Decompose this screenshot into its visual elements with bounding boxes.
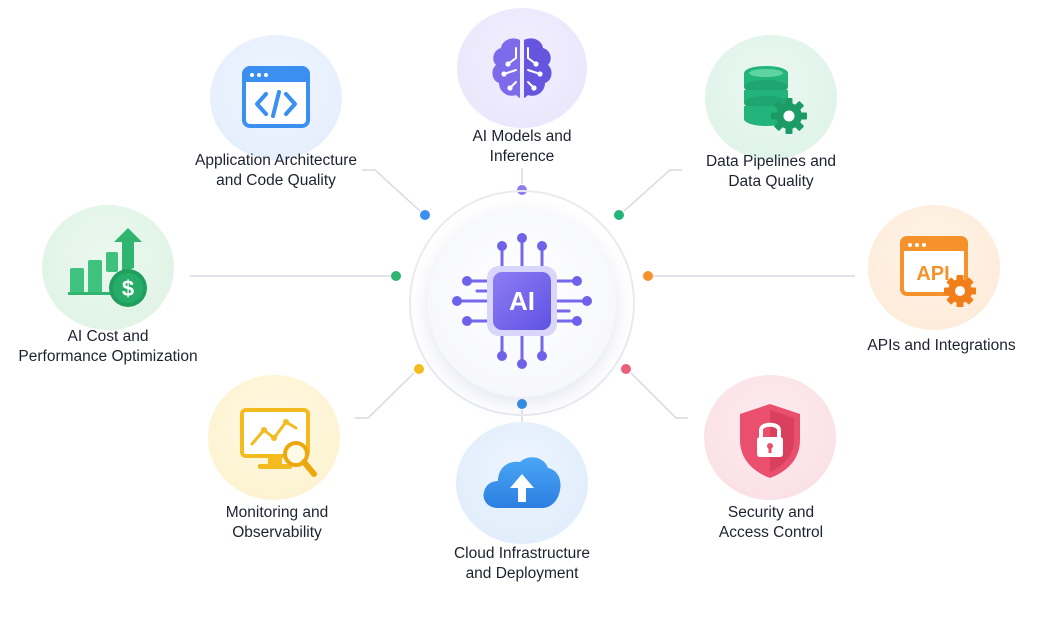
node-security-label: Security and Access Control xyxy=(681,503,861,543)
connector-dot-apis xyxy=(643,271,653,281)
cloud-upload-icon xyxy=(483,457,561,508)
node-security-line-1: Security and xyxy=(727,504,815,521)
connector-monitoring xyxy=(355,372,415,419)
node-monitoring-line-2: Observability xyxy=(232,524,322,541)
node-ai-models-line-1: AI Models and xyxy=(472,128,572,145)
brain-icon xyxy=(492,38,552,98)
node-ai-cost-label: AI Cost and Performance Optimization xyxy=(3,327,213,367)
connector-security xyxy=(630,372,688,419)
node-security-line-2: Access Control xyxy=(718,524,824,541)
node-ai-models-line-2: Inference xyxy=(489,148,555,165)
node-apis-label: APIs and Integrations xyxy=(849,336,1034,356)
api-gear-icon: API xyxy=(900,236,976,307)
node-app-architecture-label: Application Architecture and Code Qualit… xyxy=(176,151,376,191)
connector-dot-monitoring xyxy=(414,364,424,374)
svg-text:$: $ xyxy=(122,276,134,301)
connector-dot-app-architecture xyxy=(420,210,430,220)
node-app-architecture-line-1: Application Architecture xyxy=(195,152,357,169)
monitor-analytics-icon xyxy=(240,408,317,477)
node-monitoring-label: Monitoring and Observability xyxy=(187,503,367,543)
node-cloud-label: Cloud Infrastructure and Deployment xyxy=(427,544,617,584)
hub-label: AI xyxy=(509,286,535,316)
node-cloud-line-2: and Deployment xyxy=(465,565,579,582)
code-window-icon xyxy=(242,66,310,128)
node-data-pipelines-label: Data Pipelines and Data Quality xyxy=(676,152,866,192)
connector-dot-ai-cost xyxy=(391,271,401,281)
database-gear-icon xyxy=(744,66,807,134)
connector-app-architecture xyxy=(362,169,421,212)
connector-data-pipelines xyxy=(623,169,682,212)
connector-dot-data-pipelines xyxy=(614,210,624,220)
node-apis-line-1: APIs and Integrations xyxy=(867,337,1016,354)
node-cloud-line-1: Cloud Infrastructure xyxy=(453,545,591,562)
shield-lock-icon xyxy=(740,404,800,478)
node-ai-models-label: AI Models and Inference xyxy=(432,127,612,167)
node-ai-cost-line-1: AI Cost and xyxy=(67,328,149,345)
cost-growth-icon: $ xyxy=(68,228,147,307)
node-ai-cost-line-2: Performance Optimization xyxy=(18,348,198,365)
connector-dot-security xyxy=(621,364,631,374)
node-app-architecture-line-2: and Code Quality xyxy=(216,172,336,189)
hub-outer-ring xyxy=(409,190,635,416)
node-monitoring-line-1: Monitoring and xyxy=(225,504,329,521)
node-data-pipelines-line-2: Data Quality xyxy=(728,173,814,190)
node-ai-models-circle xyxy=(457,8,587,128)
ai-chip-icon: AI xyxy=(452,233,592,369)
node-data-pipelines-line-1: Data Pipelines and xyxy=(705,153,837,170)
svg-text:API: API xyxy=(916,263,949,285)
